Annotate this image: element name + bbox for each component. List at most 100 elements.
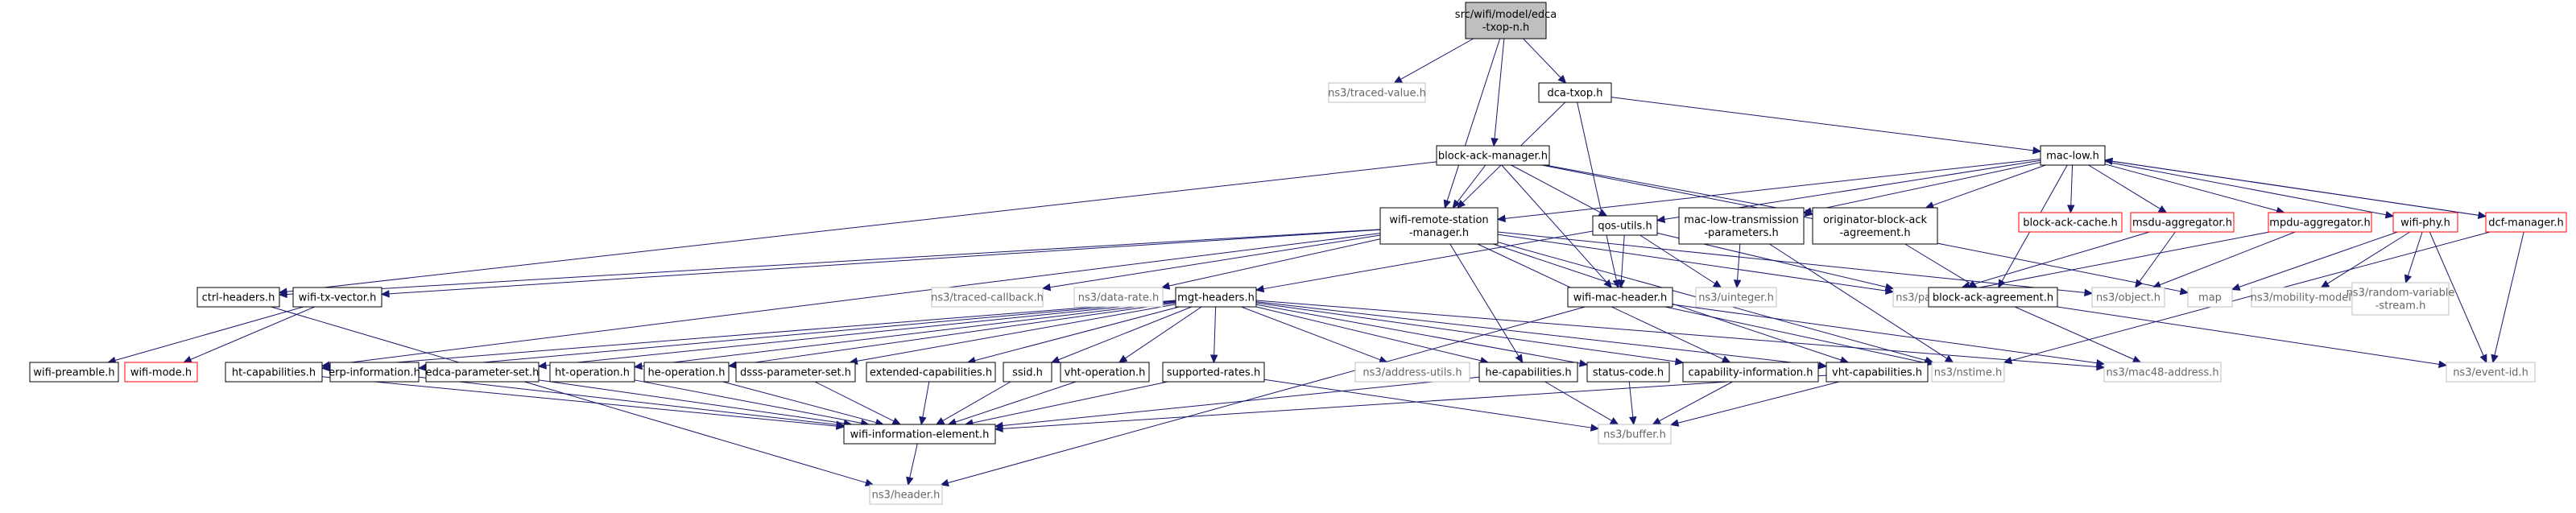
node-ssid[interactable]: ssid.h <box>1003 362 1052 383</box>
node-wifi-mode[interactable]: wifi-mode.h <box>124 362 198 383</box>
node-traced-value: ns3/traced-value.h <box>1328 82 1426 103</box>
edge-mac_low-to-mac_low_transmission_parameters <box>1802 162 2041 215</box>
node-capability-information[interactable]: capability-information.h <box>1682 362 1819 383</box>
node-label-line: -parameters.h <box>1704 227 1778 239</box>
node-originator-block-ack-agreement[interactable]: originator-block-ack-agreement.h <box>1812 207 1938 245</box>
edge-wifi_mac_header-to-mac48_address <box>1672 304 2106 367</box>
node-vht-operation[interactable]: vht-operation.h <box>1060 362 1150 383</box>
edge-mpdu_aggregator-to-object <box>2152 231 2296 288</box>
edge-mac_low-to-mpdu_aggregator <box>2104 163 2285 215</box>
node-label-line: he-capabilities.h <box>1485 367 1571 379</box>
node-qos-utils[interactable]: qos-utils.h <box>1592 215 1658 236</box>
node-mac-low-transmission-parameters[interactable]: mac-low-transmission-parameters.h <box>1678 207 1805 245</box>
edge-wifi_phy-to-map <box>2231 231 2398 291</box>
node-box <box>2187 287 2233 308</box>
node-label-line: ns3/mac48-address.h <box>2106 367 2218 379</box>
node-dcf-manager[interactable]: dcf-manager.h <box>2485 212 2567 233</box>
node-label-line: ht-capabilities.h <box>232 367 316 379</box>
node-label-line: ns3/object.h <box>2096 292 2160 304</box>
node-he-capabilities[interactable]: he-capabilities.h <box>1478 362 1578 383</box>
node-he-operation[interactable]: he-operation.h <box>643 362 730 383</box>
node-block-ack-cache[interactable]: block-ack-cache.h <box>2018 212 2123 233</box>
node-label-line: ns3/buffer.h <box>1603 429 1666 441</box>
node-header: ns3/header.h <box>869 484 943 505</box>
node-box <box>2351 282 2450 316</box>
node-box <box>2392 212 2458 233</box>
node-box <box>2446 362 2536 383</box>
edge-wifi_remote_station_manager-to-ctrl_headers <box>278 229 1381 299</box>
node-label-line: ns3/header.h <box>872 490 941 502</box>
node-box <box>1465 2 1547 39</box>
edge-ctrl_headers-to-header <box>271 306 875 486</box>
node-box <box>196 287 280 308</box>
node-label-line: block-ack-agreement.h <box>1933 292 2053 304</box>
node-msdu-aggregator[interactable]: msdu-aggregator.h <box>2130 212 2235 233</box>
node-vht-capabilities[interactable]: vht-capabilities.h <box>1826 362 1929 383</box>
edge-mgt_headers-to-vht_operation <box>1118 306 1202 363</box>
node-box <box>1003 362 1052 383</box>
node-label-line: ctrl-headers.h <box>202 292 275 304</box>
node-box <box>2040 145 2106 166</box>
edge-wifi_mac_header-to-nstime <box>1664 306 1933 366</box>
edge-vht_capabilities-to-buffer <box>1669 381 1840 427</box>
node-label-line: wifi-information-element.h <box>850 429 990 441</box>
edge-wifi_remote_station_manager-to-data_rate <box>1160 238 1381 290</box>
node-erp-information[interactable]: erp-information.h <box>329 362 420 383</box>
node-label-line: mpdu-aggregator.h <box>2269 217 2370 230</box>
edge-mac_low_transmission_parameters-to-uinteger <box>1733 243 1742 289</box>
node-label-line: ns3/uinteger.h <box>1698 292 1774 304</box>
node-box <box>2485 212 2567 233</box>
node-box <box>1354 362 1470 383</box>
node-ctrl-headers[interactable]: ctrl-headers.h <box>196 287 280 308</box>
node-box <box>1586 362 1670 383</box>
node-box <box>425 362 540 383</box>
node-wifi-remote-station-manager[interactable]: wifi-remote-station-manager.h <box>1379 207 1499 245</box>
edge-root-to-dca_txop <box>1523 38 1567 84</box>
edge-mgt_headers-to-ht_capabilities <box>320 300 1176 372</box>
node-wifi-preamble[interactable]: wifi-preamble.h <box>29 362 119 383</box>
node-box <box>1162 362 1265 383</box>
edge-dca_txop-to-wifi_mac_header <box>1577 101 1620 289</box>
edge-block_ack_agreement-to-mac48_address <box>2014 306 2142 363</box>
node-ht-capabilities[interactable]: ht-capabilities.h <box>225 362 323 383</box>
node-mobility-model: ns3/mobility-model.h <box>2251 287 2361 308</box>
node-wifi-mac-header[interactable]: wifi-mac-header.h <box>1567 287 1673 308</box>
node-box <box>1592 215 1658 236</box>
node-block-ack-agreement[interactable]: block-ack-agreement.h <box>1928 287 2058 308</box>
node-supported-rates[interactable]: supported-rates.h <box>1162 362 1265 383</box>
node-dsss-parameter-set[interactable]: dsss-parameter-set.h <box>735 362 856 383</box>
node-wifi-tx-vector[interactable]: wifi-tx-vector.h <box>292 287 382 308</box>
node-root[interactable]: src/wifi/model/edca-txop-n.h <box>1455 2 1557 39</box>
edge-capability_information-to-buffer <box>1652 381 1733 425</box>
node-box <box>29 362 119 383</box>
node-box <box>1682 362 1819 383</box>
node-extended-capabilities[interactable]: extended-capabilities.h <box>866 362 996 383</box>
edge-mgt_headers-to-capability_information <box>1255 302 1685 366</box>
node-mgt-headers[interactable]: mgt-headers.h <box>1175 287 1257 308</box>
node-wifi-phy[interactable]: wifi-phy.h <box>2392 212 2458 233</box>
node-wifi-information-element[interactable]: wifi-information-element.h <box>843 424 996 445</box>
node-block-ack-manager[interactable]: block-ack-manager.h <box>1436 145 1550 166</box>
node-nstime: ns3/nstime.h <box>1931 362 2005 383</box>
node-buffer: ns3/buffer.h <box>1598 424 1672 445</box>
edge-wifi_remote_station_manager-to-wifi_tx_vector <box>380 229 1381 298</box>
node-dca-txop[interactable]: dca-txop.h <box>1538 82 1612 103</box>
node-box <box>1931 362 2005 383</box>
edge-block_ack_manager-to-wifi_remote_station_manager <box>1452 164 1486 209</box>
edge-mac_low-to-wifi_remote_station_manager <box>1496 158 2041 223</box>
node-ht-operation[interactable]: ht-operation.h <box>549 362 635 383</box>
edge-mgt_headers-to-status_code <box>1255 304 1589 367</box>
node-mac-low[interactable]: mac-low.h <box>2040 145 2106 166</box>
node-box <box>1678 207 1805 245</box>
node-box <box>1436 145 1550 166</box>
node-box <box>124 362 198 383</box>
node-label-line: -manager.h <box>1409 227 1469 239</box>
edge-msdu_aggregator-to-object <box>2134 231 2176 288</box>
node-object: ns3/object.h <box>2091 287 2165 308</box>
node-label-line: status-code.h <box>1593 367 1664 379</box>
node-status-code[interactable]: status-code.h <box>1586 362 1670 383</box>
node-mpdu-aggregator[interactable]: mpdu-aggregator.h <box>2268 212 2372 233</box>
node-label-line: ns3/event-id.h <box>2453 367 2528 379</box>
node-edca-parameter-set[interactable]: edca-parameter-set.h <box>425 362 540 383</box>
node-label-line: -txop-n.h <box>1482 22 1530 34</box>
